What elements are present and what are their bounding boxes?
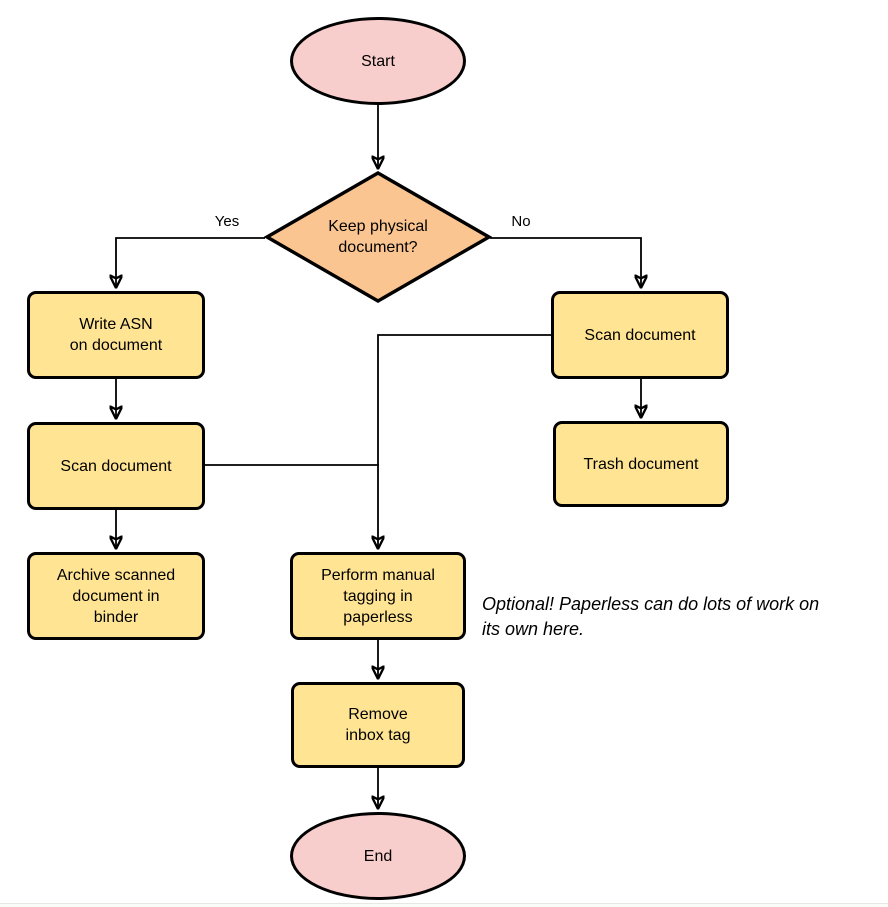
end-terminator: End [290,812,466,900]
process-trash-document: Trash document [553,421,729,507]
process-remove-inbox-tag: Remove inbox tag [291,682,465,768]
process-archive-scanned: Archive scanned document in binder [27,552,205,640]
edge-label-no: No [511,213,531,230]
edge-decision-yes-to-write-asn [116,237,265,287]
decision-diamond-shape [264,171,492,303]
process-write-asn: Write ASN on document [27,291,205,379]
process-manual-tagging: Perform manual tagging in paperless [290,552,466,640]
start-terminator: Start [290,17,466,105]
page-bottom-edge [0,903,888,907]
process-scan-document-right: Scan document [551,291,729,379]
decision-diamond-label: Keep physical document? [328,218,428,256]
process-scan-document-left: Scan document [27,422,205,510]
edge-decision-no-to-scan-right [490,237,641,287]
decision-diamond: Keep physical document? [264,170,492,304]
edge-label-yes: Yes [214,213,240,230]
optional-annotation: Optional! Paperless can do lots of work … [482,594,820,639]
edge-scan-right-to-tagging [378,334,551,548]
